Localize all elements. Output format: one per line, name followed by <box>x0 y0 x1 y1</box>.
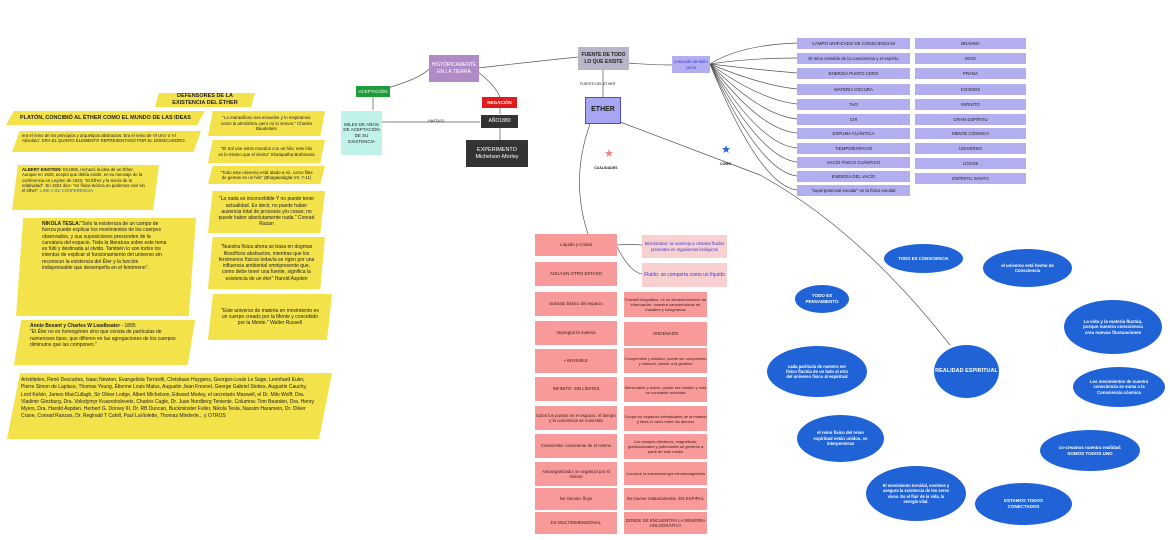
spiritual-item-cocreate[interactable]: co-creamos nuestra realidad: SOMOS TODOS… <box>1040 430 1140 471</box>
quality-multidimensional[interactable]: ES MULTIDIMENSIONAL <box>535 512 617 534</box>
einstein-text: En1905, rechazó la idea de un Éther. Aun… <box>22 167 145 194</box>
known-item-universo[interactable]: UNIVERSO <box>915 143 1026 154</box>
quality-flows[interactable]: No sinnulo: fluye <box>535 488 617 510</box>
quality-conscious[interactable]: Consciente: consciente de sí mismo <box>535 434 617 458</box>
quality-measurable[interactable]: Mensurable y activo: puede ser medido y … <box>624 377 707 402</box>
quote-bhagavadgita: "Todo este universo está atado a mí, com… <box>208 166 325 184</box>
acceptance-node[interactable]: ACEPTACIÓN <box>356 86 390 97</box>
quality-permeates[interactable]: Impregna la materia <box>535 321 617 345</box>
quote-russell: "Este universo de materia en movimiento … <box>208 294 332 340</box>
known-item-2[interactable]: El reino invisible de la consciencia y e… <box>797 53 910 64</box>
known-item-gran-espiritu[interactable]: GRAN ESPÍRITU <box>915 114 1026 125</box>
spiritual-item-universe-made[interactable]: el universo está hecho de Consciencia <box>983 249 1072 287</box>
known-item-dios[interactable]: DIOS <box>915 53 1026 64</box>
quote-baudelaire: "Lo maravilloso nos envuelve y lo respir… <box>208 111 325 136</box>
source-node[interactable]: FUENTE DE TODO LO QUE EXISTE <box>578 47 629 70</box>
known-item-5[interactable]: TAO <box>797 99 910 110</box>
year-node[interactable]: AÑO1880 <box>481 115 518 128</box>
defenders-names: Aristóteles, René Descartes, Isaac Newto… <box>7 373 332 439</box>
besant-card[interactable]: Annie Besant y Charles W Leadbeater - 18… <box>14 320 195 365</box>
quality-biocrystalline[interactable]: Biocristalino: se asemeja a cristales fl… <box>642 235 727 258</box>
plato-title[interactable]: PLATÓN, CONCIBIÓ AL ÉTHER COMO EL MUNDO … <box>6 111 205 125</box>
known-item-1[interactable]: CAMPO UNIFICADO DE CONSCIENCIAS <box>797 38 910 49</box>
known-item-prana[interactable]: PRANA <box>915 68 1026 79</box>
quality-liquid-crystal[interactable]: Líquido y Cristal <box>535 234 617 256</box>
known-item-10[interactable]: ENERGÍA DEL VACÍO <box>797 171 910 182</box>
quality-conducts[interactable]: Conduce la fuerza/energía electromagnéti… <box>624 462 707 485</box>
known-item-mente-cosmica[interactable]: MENTE CÓSMICA <box>915 128 1026 139</box>
thousands-years-node[interactable]: MILES DE AÑOS DE ACEPTACIÓN DE SU EXISTE… <box>341 111 382 155</box>
known-item-9[interactable]: VACÍO FÍSICO CUÁNTICO <box>797 157 910 168</box>
known-as-node[interactable]: conocido también como <box>672 56 710 73</box>
einstein-name: ALBERT EINSTEIN: <box>22 167 62 172</box>
quality-fractal[interactable]: Fractal/Holográfico: es un almacenamient… <box>624 292 707 317</box>
tesla-name: NIKOLA TESLA: <box>42 221 81 227</box>
tesla-text: "Solo la existencia de un campo de fuerz… <box>42 221 167 271</box>
defenders-title[interactable]: DEFENSORES DE LA EXISTENCIA DEL ÉTHER <box>155 93 255 107</box>
quality-ordered[interactable]: ORDENADO <box>624 322 707 346</box>
tesla-card[interactable]: NIKOLA TESLA:"Solo la existencia de un c… <box>16 218 196 316</box>
quote-razan: "La nada es inconcebible Y no puede tene… <box>208 191 325 233</box>
quality-interstitial[interactable]: Ocupa los espacios intersticiales de la … <box>624 406 707 431</box>
known-item-3[interactable]: ENERGÍA PUNTO CERO <box>797 68 910 79</box>
known-item-6[interactable]: CHI <box>797 114 910 125</box>
quality-self-organized[interactable]: Autoorganizado: se organiza por sí mismo <box>535 462 617 486</box>
known-item-espiritu-santo[interactable]: ESPÍRITU SANTO <box>915 173 1026 184</box>
pink-star-icon: ★ <box>604 148 614 161</box>
qualities-label: CUALIDADES <box>594 166 618 170</box>
spiritual-item-realms[interactable]: el reino físico del reino espiritual est… <box>797 415 884 462</box>
historic-node[interactable]: HISTÓRICAMENTE EN LA TIERRA <box>429 55 479 82</box>
spiritual-item-connected[interactable]: ESTAMOS TODOS CONECTADOS <box>975 483 1072 525</box>
quality-spiral[interactable]: Se mueve rotatoriamente. EN ESPIRAL <box>624 488 707 510</box>
spiritual-item-life-matter[interactable]: La vida y la materia fluctúa, porque nue… <box>1064 300 1162 354</box>
quality-connected[interactable]: todos los puntos en el espacio, el tiemp… <box>535 406 617 430</box>
spiritual-reality-node[interactable]: REALIDAD ESPIRITUAL <box>934 345 999 398</box>
spiritual-item-consciousness[interactable]: TODO ES CONSCIENCIA <box>884 244 963 273</box>
spiritual-item-particle[interactable]: cada partícula de nuestro ser físico flu… <box>767 346 867 397</box>
quality-fields[interactable]: Los campos eléctricos, magnéticos, gravi… <box>624 434 707 459</box>
como-label: COMO <box>720 162 732 166</box>
known-item-logos[interactable]: LOGOS <box>915 158 1026 169</box>
quality-memory[interactable]: DONDE SE ENCUENTRA LA MEMORIA HOLOGRÁFIC… <box>624 512 707 534</box>
ether-node[interactable]: ETHER <box>585 97 621 124</box>
einstein-link[interactable]: LINK A SU CONFERENCIA <box>40 188 94 194</box>
quality-infinite[interactable]: INFINITO: SIN LÍMITES <box>535 377 617 401</box>
known-item-8[interactable]: TIEMPO/ESPACIO <box>797 143 910 154</box>
known-item-7[interactable]: ESPUMA CUÁNTICA <box>797 128 910 139</box>
einstein-card[interactable]: ALBERT EINSTEIN: En1905, rechazó la idea… <box>12 165 159 210</box>
known-item-11[interactable]: "superpotencial escalar" en la física es… <box>797 185 910 196</box>
experiment-node[interactable]: EXPERIMENTO Michelson-Morley <box>466 140 528 167</box>
known-item-brahma[interactable]: BRAHMA <box>915 38 1026 49</box>
source-link-label: FUENTE DEL ÉTHER <box>580 82 616 86</box>
quality-compressible[interactable]: Comprimible y elástico: puede ser compri… <box>624 348 707 373</box>
blue-star-icon: ★ <box>721 144 731 157</box>
spiritual-item-movements[interactable]: Los movimientos de nuestra consciencia s… <box>1073 367 1165 407</box>
plato-text: era el reino de los principios y arqueti… <box>12 131 201 152</box>
known-item-4[interactable]: MATERIA OSCURA <box>797 84 910 95</box>
besant-text: "El Éter no es homogéneo sino que consta… <box>30 329 176 348</box>
besant-name: Annie Besant y Charles W Leadbeater <box>30 323 121 329</box>
quality-fluid[interactable]: Fluido: se comporta como un líquido <box>642 263 727 287</box>
quote-brahmana: "El Sol une estos mundos con un hilo; es… <box>208 140 325 163</box>
quote-aspden: "Nuestra física ahora se basa en dogmas … <box>208 237 325 289</box>
known-item-infinito[interactable]: INFINITO <box>915 99 1026 110</box>
spiritual-item-thought[interactable]: TODO ES PENSAMIENTO <box>795 285 849 313</box>
quality-invisible[interactable]: • INVISIBLE <box>535 349 617 373</box>
quality-water[interactable]: AGUA EN OTRO ESTADO <box>535 262 617 286</box>
until-label: HASTA EL <box>428 119 445 123</box>
negation-node[interactable]: NEGACIÓN <box>482 97 517 108</box>
quality-substrate[interactable]: Sustrato básico del espacio <box>535 292 617 316</box>
known-item-kosmos[interactable]: KOSMOS <box>915 84 1026 95</box>
besant-year: - 1895 <box>120 323 136 329</box>
spiritual-item-toroidal[interactable]: El movimiento toroidal, sostiene y asegu… <box>866 466 966 521</box>
